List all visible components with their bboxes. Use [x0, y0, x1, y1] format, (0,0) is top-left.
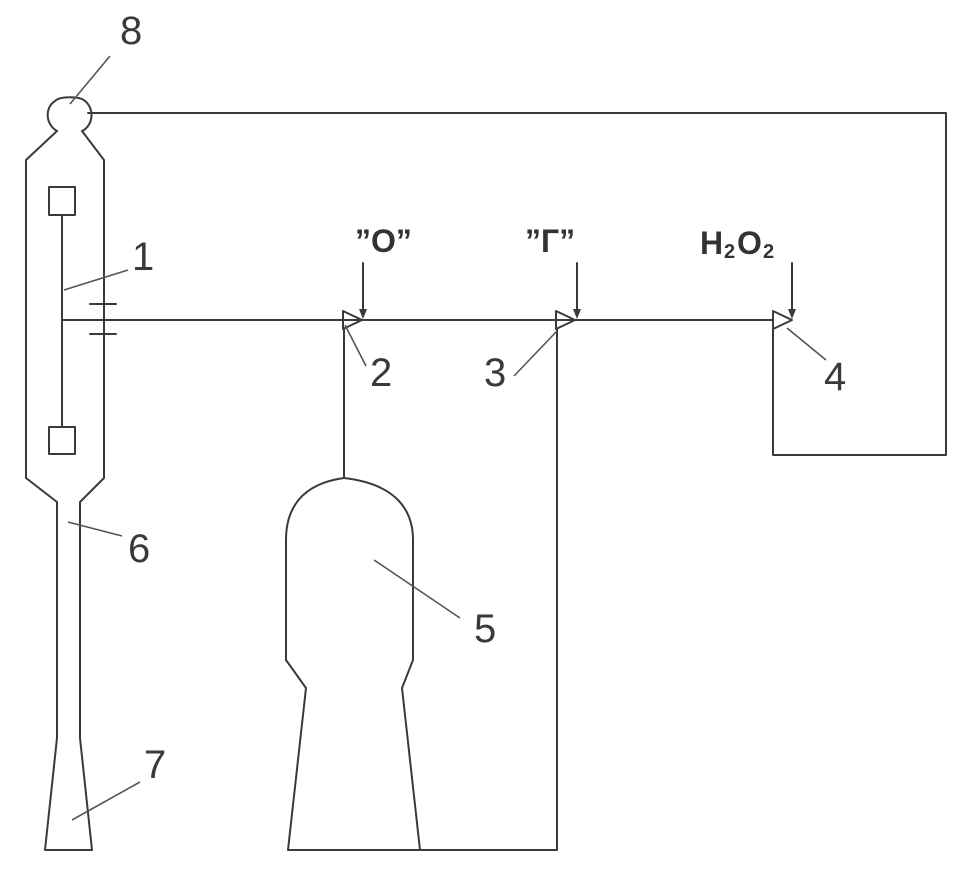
leader-4 [786, 327, 827, 361]
label-1: 1 [132, 235, 154, 279]
leader-8 [69, 55, 111, 105]
h2o2-h: H [700, 225, 723, 261]
label-4: 4 [824, 355, 846, 399]
feedback-line [87, 112, 947, 456]
h2o2-sub-b: 2 [763, 241, 774, 263]
valve-2 [342, 310, 363, 330]
label-3: 3 [484, 351, 506, 395]
leader-5 [373, 559, 461, 619]
valve-4 [772, 310, 793, 330]
label-inlet-g: ”Г” [525, 223, 575, 259]
reactor-column [25, 130, 105, 851]
leader-6 [67, 521, 123, 537]
label-h2o2: H 2 O 2 [700, 225, 774, 263]
label-7: 7 [144, 743, 166, 787]
valve-3 [555, 310, 576, 330]
line-valve3-tank [419, 328, 558, 851]
leader-2 [344, 324, 367, 367]
label-2: 2 [370, 351, 392, 395]
leader-3 [513, 330, 558, 377]
inlet-arrow-g [573, 262, 581, 319]
label-5: 5 [474, 607, 496, 651]
h2o2-sub-a: 2 [724, 241, 735, 263]
label-8: 8 [120, 9, 142, 53]
leader-1 [63, 269, 129, 291]
label-6: 6 [128, 527, 150, 571]
tank-5 [285, 477, 421, 851]
inlet-arrow-o [359, 262, 367, 319]
inlet-arrow-h2o2 [788, 262, 796, 319]
sensor-head-8 [46, 96, 93, 132]
h2o2-o: O [737, 225, 762, 261]
leader-7 [71, 781, 141, 821]
label-inlet-o: ”O” [355, 223, 412, 259]
